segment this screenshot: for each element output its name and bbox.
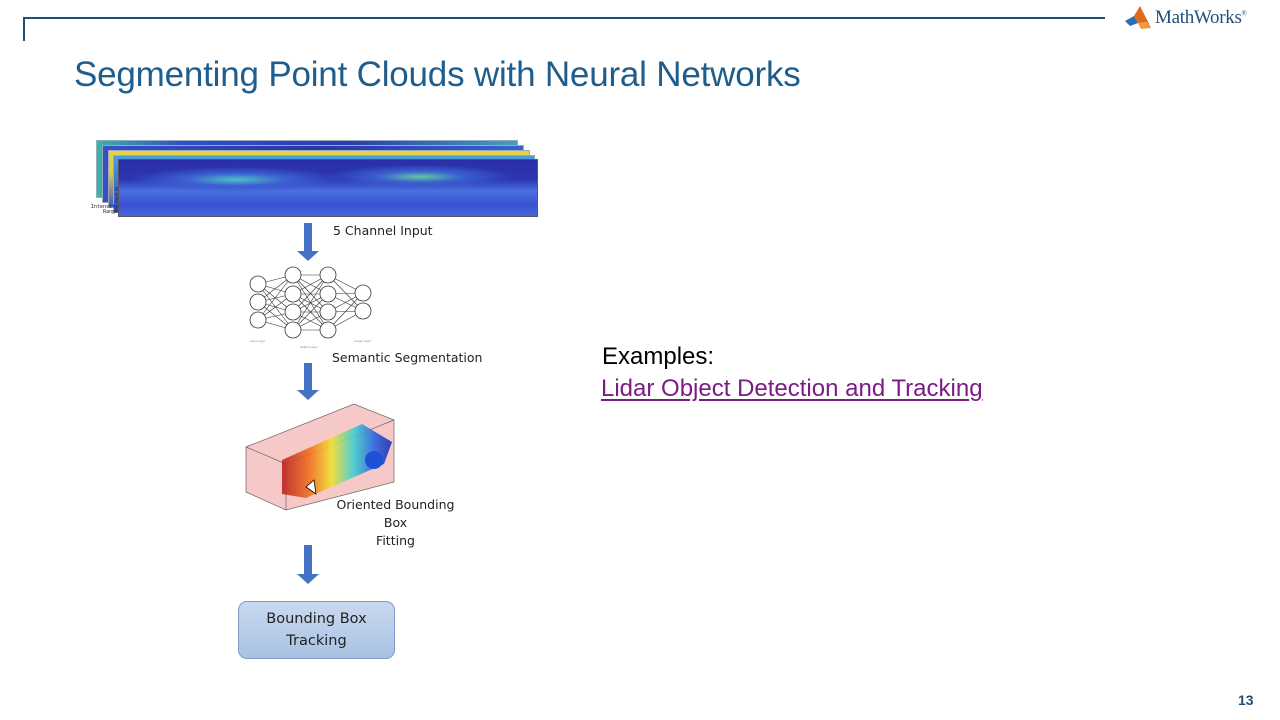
channel-label: Intensity bbox=[90, 203, 118, 210]
car-wheel bbox=[365, 451, 383, 469]
neural-network-diagram: Input Layer Hidden Layer Output Layer bbox=[249, 266, 372, 349]
header-rule-corner bbox=[23, 17, 25, 41]
input-layer-label: Input Layer bbox=[250, 339, 265, 343]
caption-line: Fitting bbox=[376, 533, 415, 548]
step-caption-segmentation: Semantic Segmentation bbox=[332, 350, 483, 365]
header-rule bbox=[23, 17, 1105, 19]
hidden-layer-label: Hidden Layer bbox=[300, 345, 318, 349]
examples-heading: Examples: bbox=[602, 343, 715, 370]
step-caption-input: 5 Channel Input bbox=[333, 223, 433, 238]
down-arrow-icon bbox=[297, 545, 319, 585]
step-label: Tracking bbox=[286, 633, 347, 649]
step-label: Bounding Box bbox=[266, 611, 367, 627]
channel-labels: X Y Z Intensity Range bbox=[84, 187, 118, 216]
channel-layer-range bbox=[118, 159, 538, 217]
step-caption-box-fitting: Oriented Bounding Box Fitting bbox=[328, 496, 463, 550]
matlab-membrane-icon bbox=[1125, 6, 1151, 29]
channel-label: Z bbox=[114, 198, 118, 204]
five-channel-input-image bbox=[96, 140, 538, 218]
network-connections bbox=[257, 274, 364, 331]
caption-line: Oriented Bounding Box bbox=[336, 497, 455, 530]
registered-mark: ® bbox=[1241, 9, 1247, 18]
slide-title: Segmenting Point Clouds with Neural Netw… bbox=[74, 55, 801, 94]
logo-text: MathWorks bbox=[1155, 7, 1242, 28]
network-nodes bbox=[249, 266, 372, 339]
oriented-bounding-box-image bbox=[245, 403, 395, 511]
mouse-cursor-icon bbox=[305, 479, 317, 495]
example-link-lidar-tracking[interactable]: Lidar Object Detection and Tracking bbox=[601, 375, 983, 402]
down-arrow-icon bbox=[297, 363, 319, 401]
mathworks-logo: MathWorks® bbox=[1125, 6, 1247, 30]
car-point-cloud bbox=[282, 424, 392, 498]
page-number: 13 bbox=[1238, 692, 1254, 708]
down-arrow-icon bbox=[297, 223, 319, 261]
bounding-box-tracking-step: Bounding Box Tracking bbox=[238, 601, 395, 659]
output-layer-label: Output Layer bbox=[354, 339, 371, 343]
channel-label: Range bbox=[102, 209, 118, 215]
channel-label: Y bbox=[114, 192, 118, 199]
channel-label: X bbox=[114, 187, 118, 193]
